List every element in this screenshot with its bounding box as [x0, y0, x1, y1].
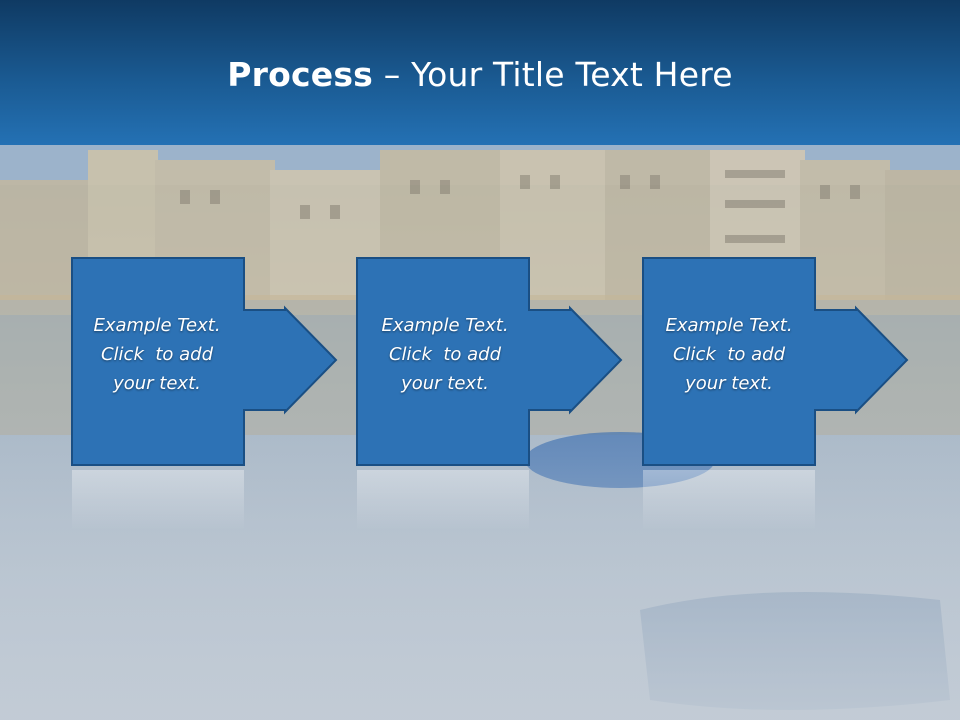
- step-3-line-1: Example Text.: [665, 315, 793, 336]
- step-3-line-3: your text.: [685, 373, 773, 394]
- step-3-text[interactable]: Example Text. Click to add your text.: [644, 311, 814, 398]
- step-1-line-3: your text.: [113, 373, 201, 394]
- process-step-1[interactable]: [71, 257, 338, 530]
- step-1-text[interactable]: Example Text. Click to add your text.: [72, 311, 242, 398]
- step-2-line-1: Example Text.: [381, 315, 509, 336]
- step-2-line-2: Click to add: [388, 344, 501, 365]
- title-rest: – Your Title Text Here: [373, 55, 733, 94]
- step-1-line-2: Click to add: [100, 344, 213, 365]
- step-2-line-3: your text.: [401, 373, 489, 394]
- title-bar: [0, 0, 960, 145]
- process-step-3[interactable]: [642, 257, 909, 530]
- step-3-line-2: Click to add: [672, 344, 785, 365]
- step-1-line-1: Example Text.: [93, 315, 221, 336]
- process-step-2[interactable]: [356, 257, 623, 530]
- slide-title[interactable]: Process – Your Title Text Here: [0, 52, 960, 98]
- step-2-text[interactable]: Example Text. Click to add your text.: [360, 311, 530, 398]
- title-bold: Process: [227, 55, 374, 94]
